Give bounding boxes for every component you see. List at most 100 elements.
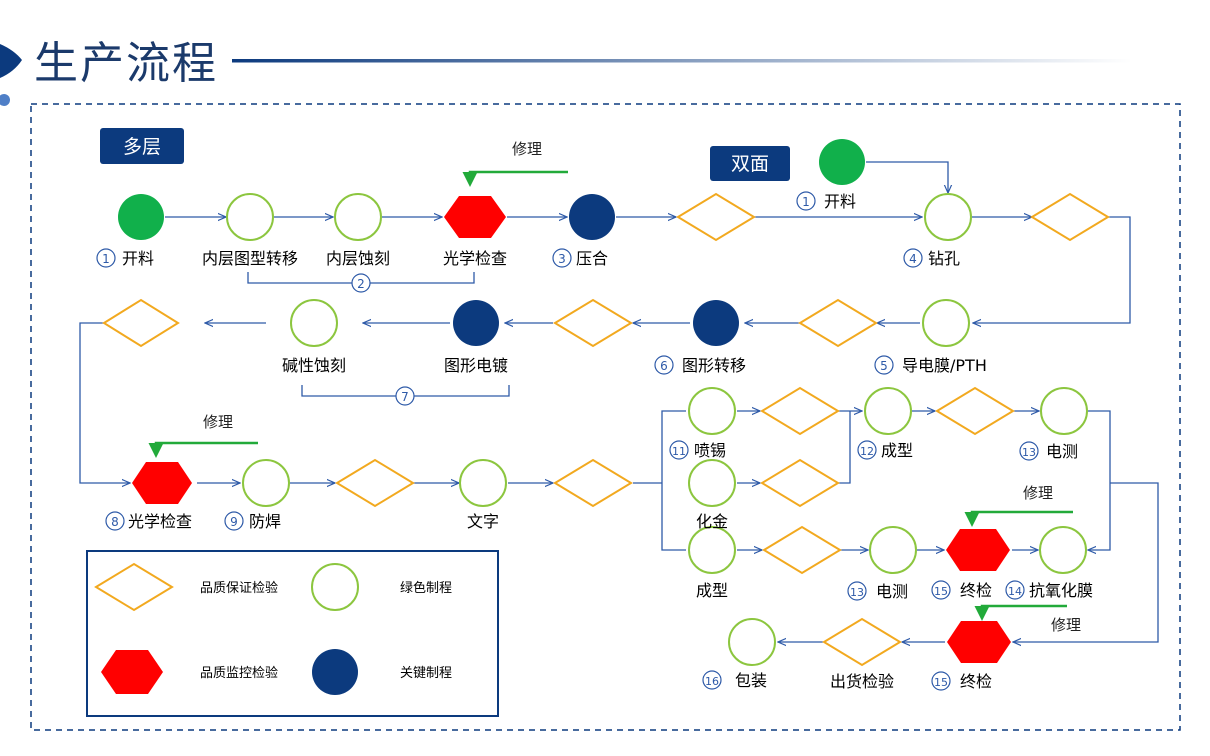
node-label-hasl: 11 喷锡 xyxy=(669,440,726,460)
svg-text:11: 11 xyxy=(672,445,686,458)
node-label-pattern-plating: 图形电镀 xyxy=(444,356,508,375)
svg-text:终检: 终检 xyxy=(960,581,992,600)
green-process-node xyxy=(242,459,290,507)
svg-text:8: 8 xyxy=(111,515,119,529)
legend-key-label: 关键制程 xyxy=(400,666,452,681)
title-decoration xyxy=(0,44,1132,106)
green-process-node xyxy=(334,193,382,241)
qa-check-diamond xyxy=(335,458,415,508)
key-process-node xyxy=(453,300,499,346)
green-process-node xyxy=(226,193,274,241)
green-start-node xyxy=(118,194,164,240)
svg-text:开料: 开料 xyxy=(122,249,154,268)
svg-text:双面: 双面 xyxy=(731,153,769,175)
svg-text:5: 5 xyxy=(880,359,888,373)
qa-check-diamond xyxy=(935,386,1015,436)
svg-text:7: 7 xyxy=(401,390,409,404)
green-process-node xyxy=(688,459,736,507)
node-label-enig: 化金 xyxy=(696,512,728,531)
node-label-solder-mask: 9 防焊 xyxy=(224,511,281,531)
green-process-node xyxy=(459,459,507,507)
node-label-inner-transfer: 内层图型转移 xyxy=(202,249,298,268)
node-label-final-a: 15 终检 xyxy=(931,580,992,600)
svg-text:抗氧化膜: 抗氧化膜 xyxy=(1029,581,1093,600)
multilayer-label: 多层 xyxy=(100,128,184,164)
node-label-ml-cut: 1 开料 xyxy=(96,248,154,268)
node-label-alkaline-etch: 碱性蚀刻 xyxy=(282,356,346,375)
legend-green-circle xyxy=(311,563,359,611)
qc-check-hexagon xyxy=(444,196,506,238)
svg-text:电测: 电测 xyxy=(876,582,908,601)
repair-label: 修理 xyxy=(203,413,233,431)
green-process-node xyxy=(1040,387,1088,435)
svg-text:1: 1 xyxy=(802,195,810,209)
svg-text:光学检查: 光学检查 xyxy=(128,512,192,531)
green-process-node xyxy=(728,618,776,666)
green-process-node xyxy=(688,387,736,435)
svg-text:16: 16 xyxy=(705,675,719,688)
flow-connectors xyxy=(79,161,1159,642)
qa-check-diamond xyxy=(760,458,840,508)
legend-green-label: 绿色制程 xyxy=(400,580,452,596)
node-label-inner-etch: 内层蚀刻 xyxy=(326,249,390,268)
svg-text:包装: 包装 xyxy=(735,671,767,690)
repair-label: 修理 xyxy=(1051,616,1081,634)
svg-text:4: 4 xyxy=(909,252,917,266)
green-process-node xyxy=(1039,526,1087,574)
qa-check-diamond xyxy=(762,525,842,575)
svg-text:成型: 成型 xyxy=(881,441,913,460)
node-label-packing: 16 包装 xyxy=(702,670,767,690)
green-process-node xyxy=(924,193,972,241)
svg-text:钻孔: 钻孔 xyxy=(928,249,960,268)
qa-check-diamond xyxy=(676,192,756,242)
repair-label: 修理 xyxy=(512,140,542,158)
qa-check-diamond xyxy=(1030,192,1110,242)
svg-text:开料: 开料 xyxy=(824,192,856,211)
node-label-legend-text: 文字 xyxy=(467,512,499,531)
svg-text:15: 15 xyxy=(934,676,948,689)
node-label-ds-cut: 1 开料 xyxy=(796,191,856,211)
qa-check-diamond xyxy=(760,386,840,436)
svg-text:终检: 终检 xyxy=(960,672,992,691)
svg-text:防焊: 防焊 xyxy=(249,512,281,531)
green-process-node xyxy=(869,526,917,574)
qa-check-diamond xyxy=(553,298,633,348)
node-label-optical-check: 光学检查 xyxy=(443,249,507,268)
node-label-laminate: 3 压合 xyxy=(552,248,608,268)
qc-check-hexagon xyxy=(947,621,1011,663)
legend-key-circle xyxy=(312,649,358,695)
qa-check-diamond xyxy=(102,298,180,348)
node-label-etest-b: 13 电测 xyxy=(847,581,908,601)
green-process-node xyxy=(864,387,912,435)
node-label-optical-check2: 8 光学检查 xyxy=(105,511,192,531)
qc-check-hexagon xyxy=(132,462,192,504)
group-number-7: 7 xyxy=(395,386,415,406)
qa-check-diamond xyxy=(798,298,878,348)
node-label-drill: 4 钻孔 xyxy=(903,248,960,268)
qa-check-diamond xyxy=(822,617,902,667)
svg-text:13: 13 xyxy=(1022,446,1036,459)
legend-qc-label: 品质监控检验 xyxy=(200,665,278,681)
svg-text:压合: 压合 xyxy=(576,249,608,268)
svg-text:2: 2 xyxy=(357,277,365,291)
repair-arrows xyxy=(148,170,1073,621)
legend-qa-diamond xyxy=(94,562,174,612)
green-process-node xyxy=(290,299,338,347)
dashed-frame xyxy=(30,103,1181,731)
node-label-shaping-b: 成型 xyxy=(696,581,728,600)
page-title: 生产流程 xyxy=(34,38,218,89)
green-start-node xyxy=(819,139,865,185)
svg-text:3: 3 xyxy=(558,252,566,266)
svg-text:15: 15 xyxy=(934,585,948,598)
node-label-final-b: 15 终检 xyxy=(931,671,992,691)
node-label-ship-check: 出货检验 xyxy=(830,672,894,691)
svg-text:14: 14 xyxy=(1008,585,1022,598)
legend-qa-label: 品质保证检验 xyxy=(200,580,278,596)
svg-text:图形转移: 图形转移 xyxy=(682,356,746,375)
node-label-shaping-a: 12 成型 xyxy=(857,440,913,460)
svg-text:导电膜/PTH: 导电膜/PTH xyxy=(902,356,987,375)
svg-text:电测: 电测 xyxy=(1046,442,1078,461)
node-label-etest-a: 13 电测 xyxy=(1019,441,1078,461)
group-number-2: 2 xyxy=(351,273,371,293)
